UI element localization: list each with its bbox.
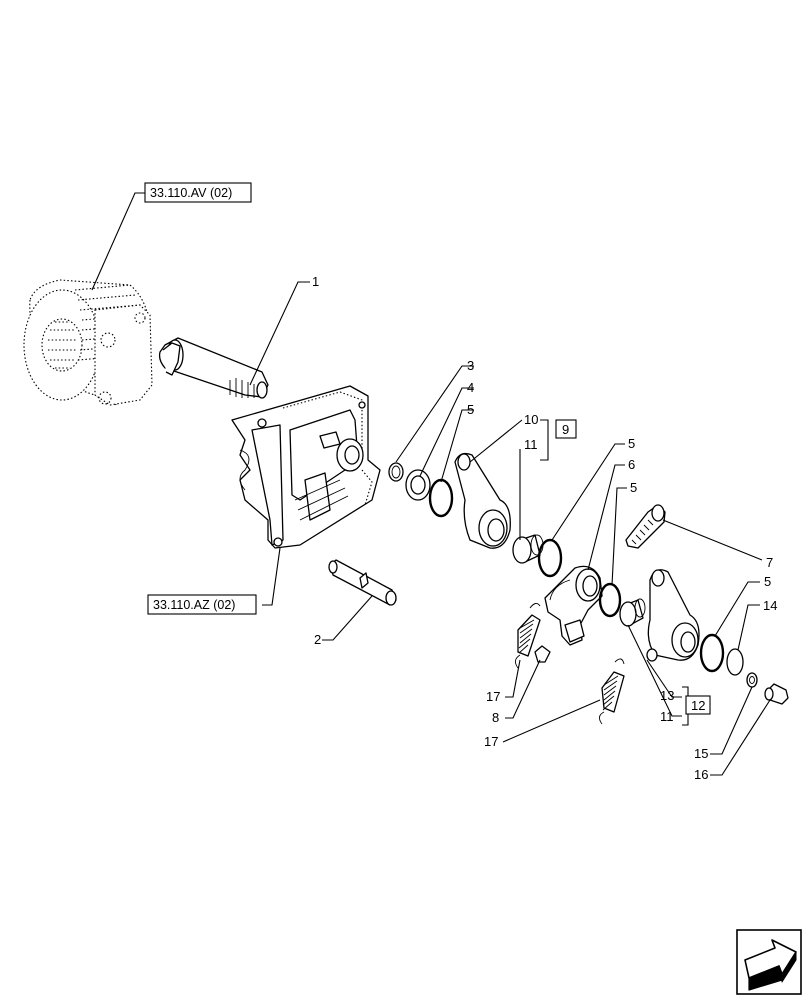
ref-box-top[interactable]: 33.110.AV (02) [144, 182, 252, 203]
callout-9: 9 [562, 422, 569, 437]
bushing-part-11b [619, 598, 646, 627]
callout-16: 16 [694, 767, 708, 782]
callout-5a: 5 [467, 402, 474, 417]
central-lever-part-6 [544, 565, 603, 646]
control-housing [231, 385, 381, 549]
callout-3: 3 [467, 358, 474, 373]
callout-4: 4 [467, 380, 474, 395]
bushing-part-11a [512, 534, 544, 564]
group-box-12: 12 [685, 695, 711, 715]
callout-5b: 5 [628, 436, 635, 451]
next-page-arrow-icon[interactable] [736, 929, 802, 995]
o-ring-part-5c [598, 582, 622, 618]
callout-17b: 17 [484, 734, 498, 749]
callout-2: 2 [314, 632, 321, 647]
callout-10: 10 [524, 412, 538, 427]
pin-part-2 [328, 559, 397, 606]
o-ring-part-5a [428, 478, 454, 518]
ref-label-top[interactable]: 33.110.AV (02) [150, 186, 232, 200]
callout-labels: 1 2 3 4 5 10 11 5 6 5 7 5 14 17 8 17 13 … [312, 274, 777, 782]
callout-15: 15 [694, 746, 708, 761]
lever-part-10 [454, 452, 511, 549]
leader-lines [91, 192, 771, 776]
callout-6: 6 [628, 457, 635, 472]
callout-1: 1 [312, 274, 319, 289]
callout-11b: 11 [660, 709, 674, 724]
callout-8: 8 [492, 710, 499, 725]
callout-13: 13 [660, 688, 674, 703]
callout-14: 14 [763, 598, 777, 613]
callout-5d: 5 [764, 574, 771, 589]
callout-7: 7 [766, 555, 773, 570]
callout-5c: 5 [630, 480, 637, 495]
o-ring-part-5b [537, 538, 563, 578]
spring-part-17a [515, 603, 541, 669]
washer-part-14 [726, 648, 744, 676]
ref-box-bottom[interactable]: 33.110.AZ (02) [147, 594, 257, 615]
ref-label-bottom[interactable]: 33.110.AZ (02) [153, 598, 235, 612]
washer-part-15 [746, 672, 758, 688]
bolt-part-16 [764, 683, 789, 705]
pin-part-8 [534, 645, 551, 663]
callout-12: 12 [691, 698, 705, 713]
external-disc-pack [23, 279, 153, 406]
group-box-9: 9 [555, 419, 577, 439]
callout-17a: 17 [486, 689, 500, 704]
lever-part-13 [646, 569, 700, 662]
washer-part-4 [405, 469, 431, 501]
spring-part-17b [599, 658, 625, 725]
screw-part-7 [625, 504, 666, 549]
callout-11a: 11 [524, 437, 538, 452]
snap-ring-part-3 [388, 462, 404, 482]
shaft-part-1 [158, 337, 269, 399]
o-ring-part-5d [699, 633, 725, 673]
